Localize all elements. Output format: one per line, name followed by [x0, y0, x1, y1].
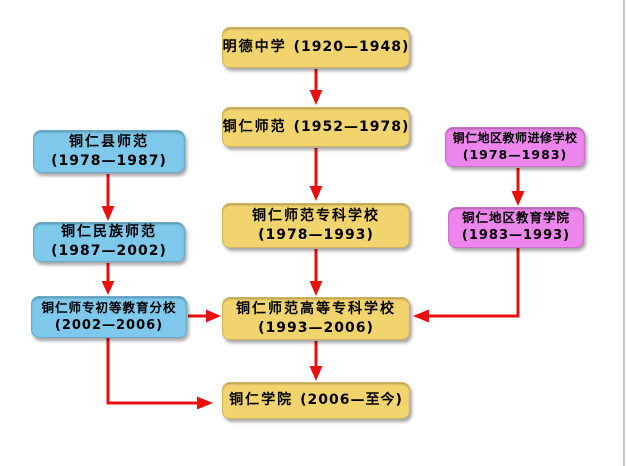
node-tongren-diqu-jiaoshi-jinxiu-xuexiao: 铜仁地区教师进修学校 (1978—1983) — [445, 127, 585, 167]
node-tongren-minzu-shifan: 铜仁民族师范 (1987—2002) — [33, 222, 185, 262]
node-dates: (1978—1983) — [462, 146, 568, 162]
node-label: 明德中学 — [222, 39, 287, 56]
node-mingde-zhongxue: 明德中学 (1920—1948) — [222, 27, 410, 68]
arrow-minzushifan-to-shizhuanfenxiao — [101, 263, 115, 295]
arrow-shizhuanfenxiao-to-xueyuan — [106, 338, 213, 410]
node-dates: (2002—2006) — [54, 317, 164, 333]
node-dates: (1987—2002) — [51, 243, 167, 259]
node-label: 铜仁师范专科学校 — [252, 207, 380, 224]
node-label: 铜仁学院 — [229, 392, 294, 409]
node-dates: (1983—1993) — [461, 228, 571, 244]
node-tongren-diqu-jiaoyu-xueyuan: 铜仁地区教育学院 (1983—1993) — [448, 207, 584, 248]
arrow-jinxiuxuexiao-to-jiaoyuxueyuan — [511, 168, 525, 206]
arrow-shizhuanfenxiao-to-gaodengzhuanke — [188, 309, 221, 323]
arrow-mingde-to-shifan — [309, 69, 323, 105]
node-tongren-shifan-zhuanke: 铜仁师范专科学校 (1978—1993) — [222, 203, 410, 248]
node-label: 铜仁师范高等专科学校 — [236, 300, 396, 317]
node-label: 铜仁地区教师进修学校 — [452, 131, 578, 146]
node-tongren-shifan-gaodeng-zhuanke: 铜仁师范高等专科学校 (1993—2006) — [222, 297, 410, 340]
arrow-jiaoyuxueyuan-to-gaodengzhuanke — [413, 248, 520, 323]
node-label: 铜仁县师范 — [69, 133, 149, 150]
node-dates: (1920—1948) — [293, 39, 410, 56]
node-dates: (1978—1987) — [51, 152, 167, 169]
arrow-zhuanke-to-gaodengzhuanke — [309, 249, 323, 296]
node-label: 铜仁师范 — [222, 118, 287, 135]
node-label: 铜仁师专初等教育分校 — [41, 299, 177, 315]
node-label: 铜仁民族师范 — [61, 224, 157, 241]
node-dates: (1978—1993) — [258, 226, 374, 243]
node-tongren-shifan: 铜仁师范 (1952—1978) — [222, 107, 410, 147]
node-dates: (2006—至今) — [300, 392, 403, 409]
arrow-gaodengzhuanke-to-xueyuan — [309, 341, 323, 381]
arrow-xianshifan-to-minzushifan — [101, 174, 115, 221]
page-right-border-line — [623, 0, 625, 466]
node-dates: (1952—1978) — [293, 118, 410, 135]
node-tongren-shizhuan-chudeng-jiaoyu-fenxiao: 铜仁师专初等教育分校 (2002—2006) — [31, 296, 187, 338]
arrow-shifan-to-zhuanke — [309, 148, 323, 201]
node-label: 铜仁地区教育学院 — [461, 210, 570, 226]
node-tongren-xueyuan: 铜仁学院 (2006—至今) — [222, 382, 410, 419]
node-dates: (1993—2006) — [258, 319, 374, 336]
node-tongren-xian-shifan: 铜仁县师范 (1978—1987) — [33, 130, 185, 173]
